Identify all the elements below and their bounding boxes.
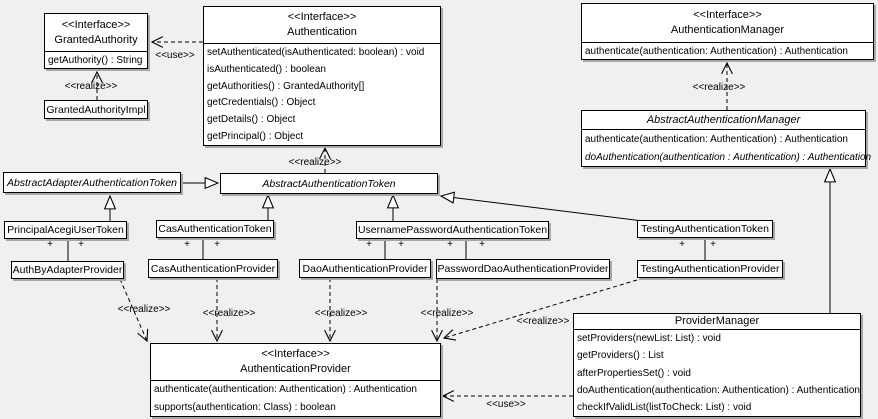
class-granted-authority-impl: GrantedAuthorityImpl [44,100,148,119]
class-name: AuthenticationProvider [240,363,351,375]
method-label: getAuthority() : String [48,54,143,66]
class-name: UsernamePasswordAuthenticationToken [357,224,548,236]
stereotype-label: <<Interface>> [693,9,762,21]
class-name: AbstractAuthenticationToken [262,177,396,190]
multiplicity-label: + [78,239,84,250]
class-name: Authentication [287,26,357,38]
method-label: getProviders() : List [577,350,664,362]
class-name: TestingAuthenticationToken [641,223,769,235]
method-label: getPrincipal() : Object [207,131,304,143]
class-name: TestingAuthenticationProvider [640,263,780,275]
method-label: setAuthenticated(isAuthenticated: boolea… [207,46,425,58]
stereotype-label: <<Interface>> [61,18,131,31]
method-label: supports(authentication: Class) : boolea… [154,401,336,413]
realize-label: <<realize>> [516,316,570,327]
multiplicity-label: + [47,239,53,250]
multiplicity-label: + [214,239,220,250]
class-username-password-authentication-token: UsernamePasswordAuthenticationToken [356,221,549,239]
class-testing-authentication-token: TestingAuthenticationToken [637,220,773,238]
class-name: GrantedAuthority [54,33,138,46]
class-name: AuthenticationManager [670,24,785,36]
use-label: <<use>> [486,399,526,410]
stereotype-label: <<Interface>> [261,348,330,360]
method-label: authenticate(authentication: Authenticat… [585,45,848,57]
realize-label: <<realize>> [692,82,746,93]
generalization-arrow [441,196,644,222]
multiplicity-label: + [479,239,485,250]
class-cas-authentication-token: CasAuthenticationToken [156,220,274,238]
method-label: authenticate(authentication: Authenticat… [154,384,417,396]
class-cas-authentication-provider: CasAuthenticationProvider [148,259,278,278]
class-dao-authentication-provider: DaoAuthenticationProvider [299,259,431,278]
method-label: checkIfValidList(listToCheck: List) : vo… [577,401,752,413]
class-password-dao-authentication-provider: PasswordDaoAuthenticationProvider [436,259,610,279]
class-authentication: <<Interface>> Authentication setAuthenti… [203,6,441,146]
class-name: DaoAuthenticationProvider [302,262,428,275]
class-provider-manager: ProviderManager setProviders(newList: Li… [573,313,861,417]
class-granted-authority: <<Interface>> GrantedAuthority getAuthor… [44,13,148,69]
class-name: PasswordDaoAuthenticationProvider [437,263,609,275]
class-name: AuthByAdapterProvider [12,264,123,276]
realize-label: <<realize>> [314,308,368,319]
method-label: doAuthentication(authentication: Authent… [577,384,860,396]
multiplicity-label: + [710,239,716,250]
class-name: GrantedAuthorityImpl [46,103,146,116]
class-name: ProviderManager [674,315,760,327]
realize-label: <<realize>> [64,81,118,92]
class-authentication-manager: <<Interface>> AuthenticationManager auth… [581,3,874,60]
method-label: doAuthentication(authentication : Authen… [585,151,872,163]
realize-label: <<realize>> [117,304,171,315]
realize-label: <<realize>> [202,308,256,319]
realize-label: <<realize>> [288,157,342,168]
class-principal-acegi-user-token: PrincipalAcegiUserToken [4,221,127,239]
class-name: CasAuthenticationProvider [150,262,276,275]
use-label: <<use>> [155,50,195,61]
realize-label: <<realize>> [420,308,474,319]
class-name: AbstractAuthenticationManager [646,113,801,126]
class-abstract-authentication-token: AbstractAuthenticationToken [220,173,438,194]
class-abstract-authentication-manager: AbstractAuthenticationManager authentica… [581,110,872,167]
class-auth-by-adapter-provider: AuthByAdapterProvider [11,261,124,279]
multiplicity-label: + [679,239,685,250]
method-label: afterPropertiesSet() : void [577,367,691,379]
class-abstract-adapter-authentication-token: AbstractAdapterAuthenticationToken [3,172,181,193]
method-label: isAuthenticated() : boolean [207,63,326,75]
method-label: getDetails() : Object [207,114,296,126]
class-name: AbstractAdapterAuthenticationToken [6,176,178,189]
stereotype-label: <<Interface>> [287,11,357,23]
multiplicity-label: + [398,239,404,250]
class-testing-authentication-provider: TestingAuthenticationProvider [637,260,783,278]
multiplicity-label: + [184,239,190,250]
class-name: CasAuthenticationToken [158,223,272,235]
multiplicity-label: + [366,239,372,250]
method-label: authenticate(authentication: Authenticat… [585,133,848,145]
class-name: PrincipalAcegiUserToken [7,224,124,236]
class-authentication-provider: <<Interface>> AuthenticationProvider aut… [150,343,441,417]
multiplicity-label: + [447,239,453,250]
method-label: getCredentials() : Object [207,97,316,109]
method-label: setProviders(newList: List) : void [577,333,721,345]
method-label: getAuthorities() : GrantedAuthority[] [207,80,365,92]
